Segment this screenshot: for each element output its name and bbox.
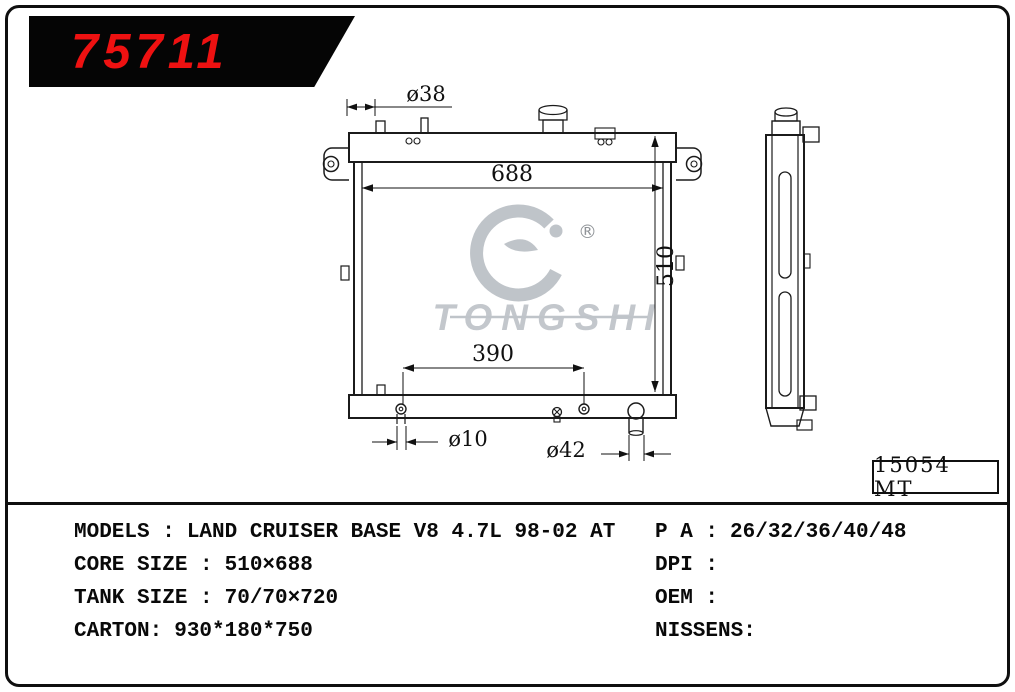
dim-pin-diameter: ø10 <box>448 427 487 451</box>
spec-label: OEM : <box>655 587 719 610</box>
spec-row-oem: OEM : <box>655 582 906 615</box>
dim-core-height: 510 <box>654 245 679 287</box>
part-number: 75711 <box>71 24 229 79</box>
spec-row-core-size: CORE SIZE : 510×688 <box>74 549 615 582</box>
registered-trademark: ® <box>578 221 597 243</box>
spec-value: 70/70×720 <box>224 587 339 610</box>
brand-watermark: ® TONGSHI <box>433 204 654 338</box>
dim-top-diameter: ø38 <box>406 82 445 106</box>
spec-label: CORE SIZE : <box>74 554 213 577</box>
spec-row-nissens: NISSENS: <box>655 615 906 648</box>
spec-label: MODELS : <box>74 521 175 544</box>
spec-value: LAND CRUISER BASE V8 4.7L 98-02 AT <box>186 521 616 544</box>
dim-core-width: 688 <box>491 162 533 187</box>
logo-dot-icon <box>549 224 563 238</box>
ref-code-box: 15054 MT <box>872 453 999 501</box>
side-view <box>765 107 820 431</box>
spec-label: DPI : <box>655 554 719 577</box>
spec-column-left: MODELS : LAND CRUISER BASE V8 4.7L 98-02 … <box>74 516 615 648</box>
logo-swoosh-icon <box>504 239 538 252</box>
spec-column-right: P A : 26/32/36/40/48 DPI : OEM : NISSENS: <box>655 516 906 648</box>
section-divider <box>6 502 1009 505</box>
spec-label: CARTON: <box>74 620 163 643</box>
spec-value: 510×688 <box>224 554 313 577</box>
spec-row-dpi: DPI : <box>655 549 906 582</box>
ref-code: 15054 MT <box>874 453 951 501</box>
radiator-technical-drawing: ® TONGSHI <box>322 82 820 462</box>
spec-label: P A : <box>655 521 719 544</box>
spec-row-tank-size: TANK SIZE : 70/70×720 <box>74 582 615 615</box>
spec-row-carton: CARTON: 930*180*750 <box>74 615 615 648</box>
spec-row-models: MODELS : LAND CRUISER BASE V8 4.7L 98-02 … <box>74 516 615 549</box>
dim-pin-span: 390 <box>472 342 514 367</box>
spec-label: TANK SIZE : <box>74 587 213 610</box>
front-view <box>322 104 703 436</box>
part-number-badge: 75711 <box>29 16 355 87</box>
dim-outlet-diameter: ø42 <box>546 438 585 462</box>
spec-row-pa: P A : 26/32/36/40/48 <box>655 516 906 549</box>
dimension-annotations: ø38 688 510 390 ø10 ø42 <box>346 82 679 462</box>
logo-swirl-icon <box>470 204 562 302</box>
spec-value: 26/32/36/40/48 <box>730 521 907 544</box>
spec-label: NISSENS: <box>655 620 756 643</box>
spec-value: 930*180*750 <box>174 620 313 643</box>
